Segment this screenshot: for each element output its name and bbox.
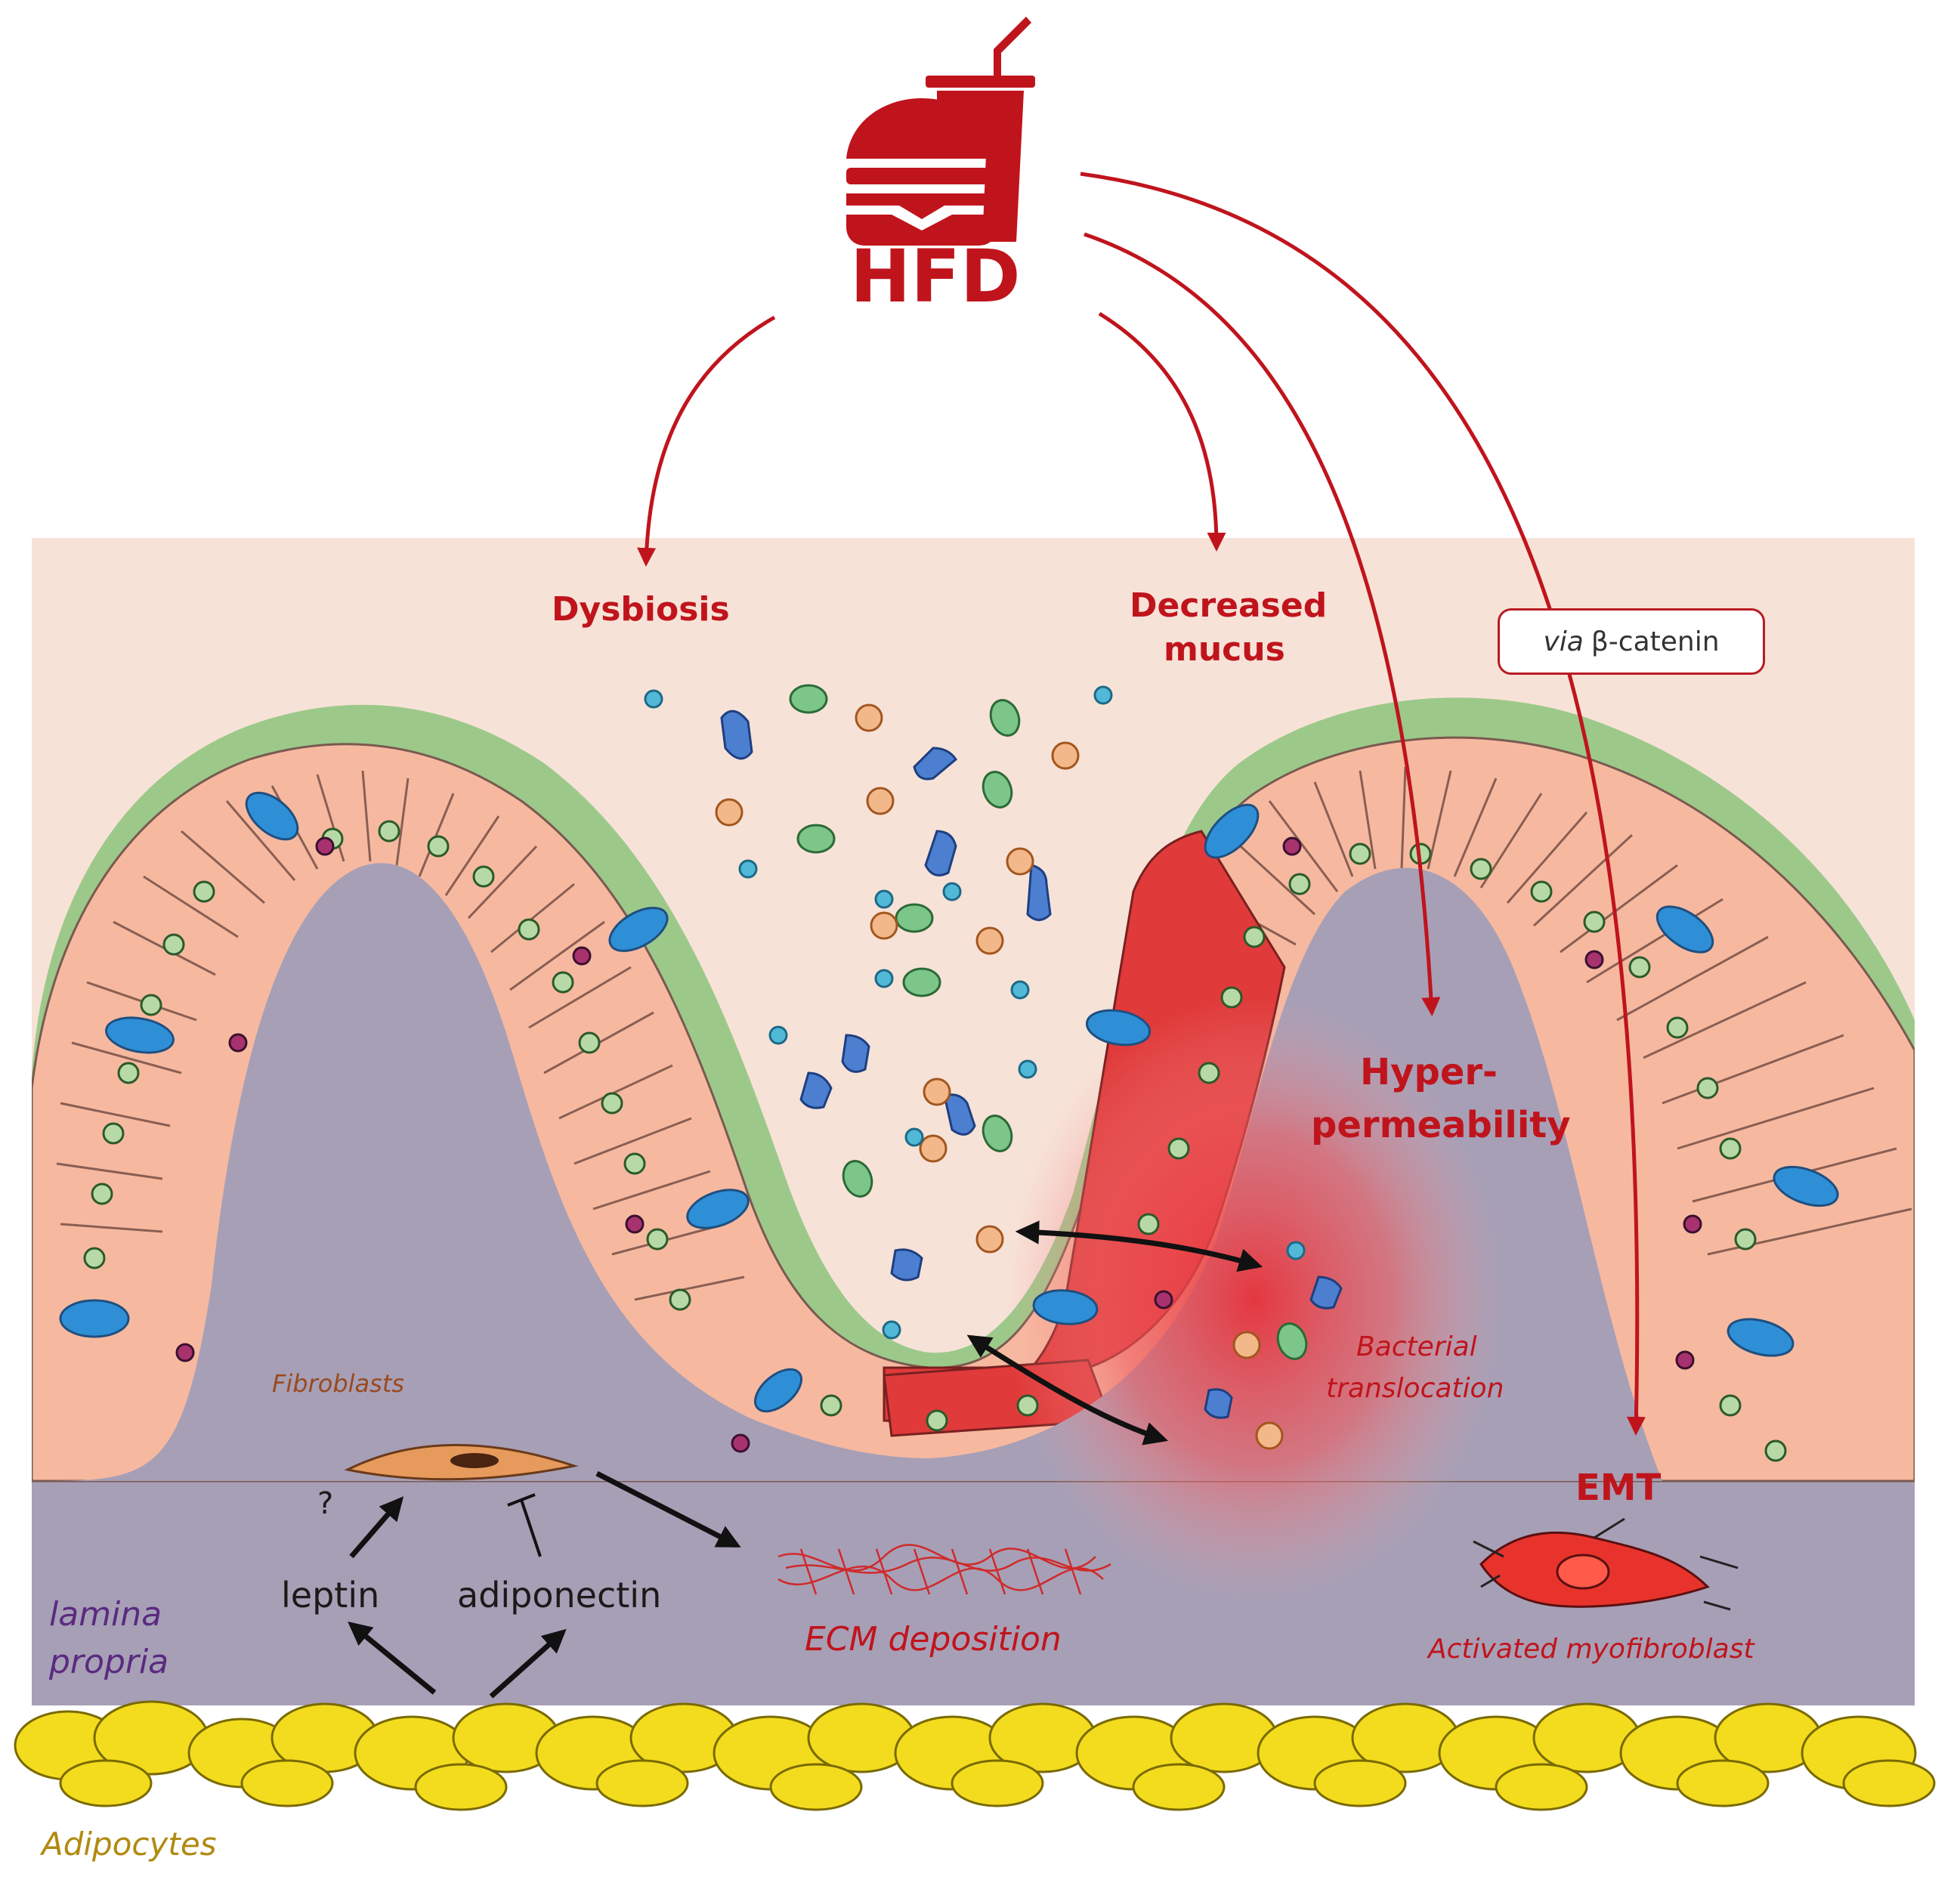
lamina-propria-label-line1: lamina (49, 1595, 162, 1634)
question-mark-label: ? (317, 1486, 334, 1521)
leptin-label: leptin (281, 1575, 380, 1616)
emt-label: EMT (1575, 1467, 1662, 1509)
decreased-mucus-label-line2: mucus (1164, 630, 1285, 669)
hfd-title: HFD (850, 234, 1021, 319)
hyperpermeability-label-line2: permeability (1311, 1104, 1571, 1146)
translocation-arrows (966, 1220, 1263, 1445)
adipocytes-label: Adipocytes (42, 1826, 217, 1863)
lamina-propria-region (32, 1481, 1915, 1705)
via-label: via (1543, 626, 1584, 657)
hyperpermeability-label-line1: Hyper- (1360, 1051, 1498, 1093)
fibroblast-cell (344, 1443, 579, 1481)
bacteria (644, 684, 1343, 1450)
goblet-nuclei (175, 836, 1702, 1453)
hfd-effect-arrows (637, 172, 1646, 1436)
activated-myofibroblast-cell (1473, 1517, 1739, 1611)
adiponectin-inhibition-symbol (507, 1493, 542, 1557)
lamina-propria-label-line2: propria (49, 1643, 169, 1681)
beta-catenin-label: β-catenin (1591, 626, 1720, 657)
inflammation-glow (1005, 997, 1504, 1602)
goblet-cells (59, 791, 1839, 1413)
decreased-mucus-label-line1: Decreased (1130, 586, 1328, 625)
ecm-deposition-fibers (778, 1544, 1111, 1595)
villus-core-left (32, 863, 929, 1481)
bacterial-translocation-label-line1: Bacterial (1356, 1331, 1477, 1362)
bacterial-translocation-label-line2: translocation (1326, 1373, 1504, 1404)
dysbiosis-label: Dysbiosis (552, 590, 730, 629)
adiponectin-label: adiponectin (457, 1575, 662, 1616)
burger-and-drink-icon (846, 17, 1035, 246)
adipokine-arrows (348, 1470, 741, 1699)
adipocyte-layer (14, 1700, 1936, 1811)
ecm-deposition-label: ECM deposition (805, 1620, 1062, 1659)
activated-myofibroblast-label: Activated myofibroblast (1428, 1634, 1754, 1665)
via-beta-catenin-box: via β-catenin (1498, 608, 1765, 675)
fibroblasts-label: Fibroblasts (272, 1369, 405, 1398)
